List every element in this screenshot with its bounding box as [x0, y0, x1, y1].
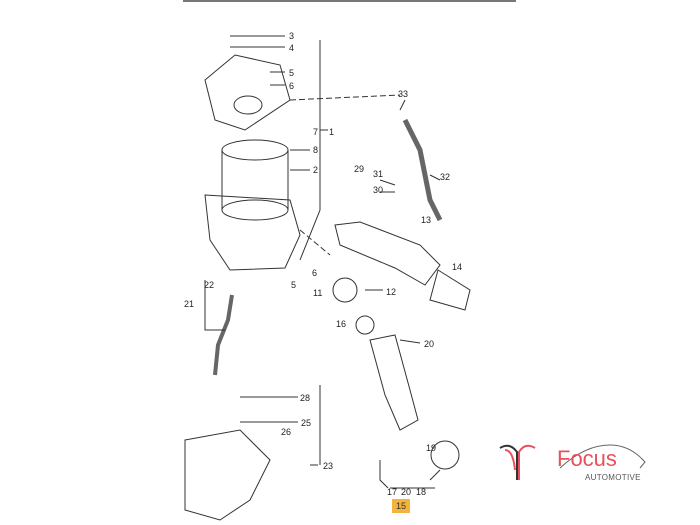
car-outline-icon	[559, 444, 646, 469]
bracket-23	[310, 385, 321, 466]
callout-label: 6	[312, 268, 318, 278]
callout-label: 32	[440, 172, 451, 182]
callout-label: 26	[281, 427, 292, 437]
manifold	[184, 429, 271, 521]
callout-label: 21	[184, 299, 195, 309]
pipe-29	[402, 118, 443, 222]
callout-label: 4	[289, 43, 295, 53]
callout-label: 12	[386, 287, 397, 297]
part-19-housing	[430, 440, 460, 470]
callout-label: 5	[291, 280, 297, 290]
lower-housing	[204, 194, 301, 271]
bracket-1	[299, 40, 328, 261]
highlighted-part-label: 15	[392, 499, 410, 513]
drain-hose	[213, 294, 234, 376]
callout-label: 18	[416, 487, 427, 497]
top-bar	[183, 0, 516, 2]
callout-label: 20	[424, 339, 435, 349]
callout-label: 17	[387, 487, 398, 497]
logo-emblem-icon	[499, 444, 536, 480]
callout-label: 5	[289, 68, 295, 78]
callout-label: 29	[354, 164, 365, 174]
callout-label: 7	[313, 127, 319, 137]
bracket-21	[204, 280, 225, 331]
callout-label: 13	[421, 215, 432, 225]
lid-outlet	[233, 95, 263, 115]
intake-duct	[334, 221, 441, 286]
callout-label: 28	[300, 393, 311, 403]
logo-brand: Focus	[557, 446, 617, 471]
callout-label: 8	[313, 145, 319, 155]
filter-lid	[204, 54, 291, 131]
part-16	[355, 315, 375, 335]
callout-label: 6	[289, 81, 295, 91]
callout-label: 3	[289, 31, 295, 41]
hose-15	[369, 334, 419, 431]
part-14	[429, 269, 471, 311]
callout-label: 22	[204, 280, 215, 290]
callout-label: 16	[336, 319, 347, 329]
callout-label: 30	[373, 185, 384, 195]
callout-label: 20	[401, 487, 412, 497]
callout-label: 2	[313, 165, 319, 175]
callout-label: 31	[373, 169, 384, 179]
callout-label: 33	[398, 89, 409, 99]
logo-subtitle: AUTOMOTIVE	[585, 473, 641, 482]
callout-label: 23	[323, 461, 334, 471]
callout-label: 19	[426, 443, 437, 453]
focus-automotive-logo: Focus AUTOMOTIVE	[495, 440, 655, 490]
callout-label: 11	[313, 288, 323, 298]
filter-element	[221, 150, 289, 210]
callout-label: 25	[301, 418, 312, 428]
bracket-15	[379, 460, 441, 489]
callout-label: 1	[329, 127, 335, 137]
part-11	[332, 277, 358, 303]
callout-label: 14	[452, 262, 463, 272]
